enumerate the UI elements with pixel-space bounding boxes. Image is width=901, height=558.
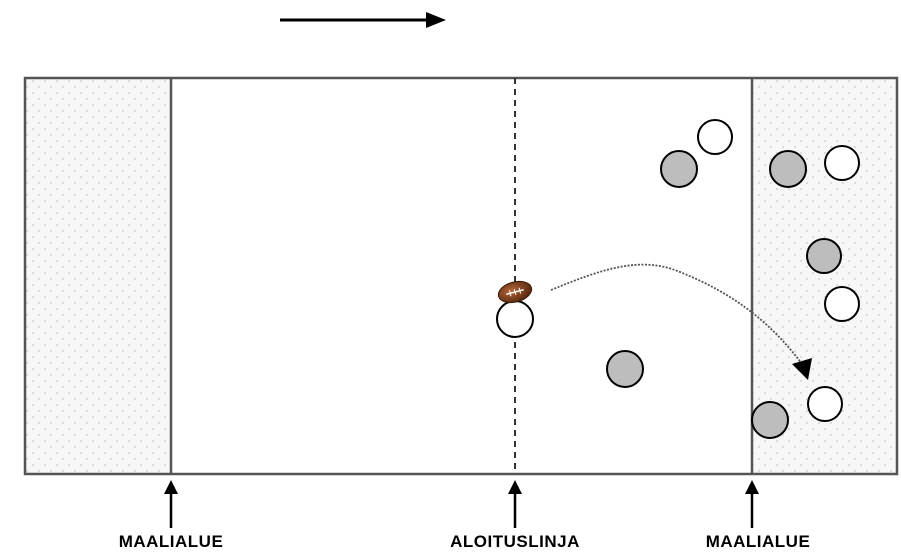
player-open bbox=[824, 286, 860, 322]
arrow-up-icon bbox=[745, 480, 759, 528]
football-icon bbox=[497, 280, 533, 304]
player-open bbox=[807, 386, 843, 422]
player-filled bbox=[606, 350, 644, 388]
left-endzone-label: MAALIALUE bbox=[118, 532, 224, 551]
kick-trajectory bbox=[550, 263, 806, 369]
field-outline bbox=[23, 76, 899, 476]
player-filled bbox=[751, 401, 789, 439]
player-filled bbox=[806, 238, 842, 274]
direction-arrow-icon bbox=[280, 12, 446, 28]
kicker-player bbox=[496, 300, 534, 338]
player-open bbox=[697, 119, 733, 155]
arrow-up-icon bbox=[164, 480, 178, 528]
trajectory-arrowhead-icon bbox=[792, 358, 812, 380]
left-endzone bbox=[25, 78, 171, 474]
player-open bbox=[824, 145, 860, 181]
player-filled bbox=[769, 150, 807, 188]
player-filled bbox=[660, 150, 698, 188]
right-endzone-label: MAALIALUE bbox=[705, 532, 811, 551]
arrow-up-icon bbox=[508, 480, 522, 528]
kickoff-line-label: ALOITUSLINJA bbox=[450, 532, 580, 551]
